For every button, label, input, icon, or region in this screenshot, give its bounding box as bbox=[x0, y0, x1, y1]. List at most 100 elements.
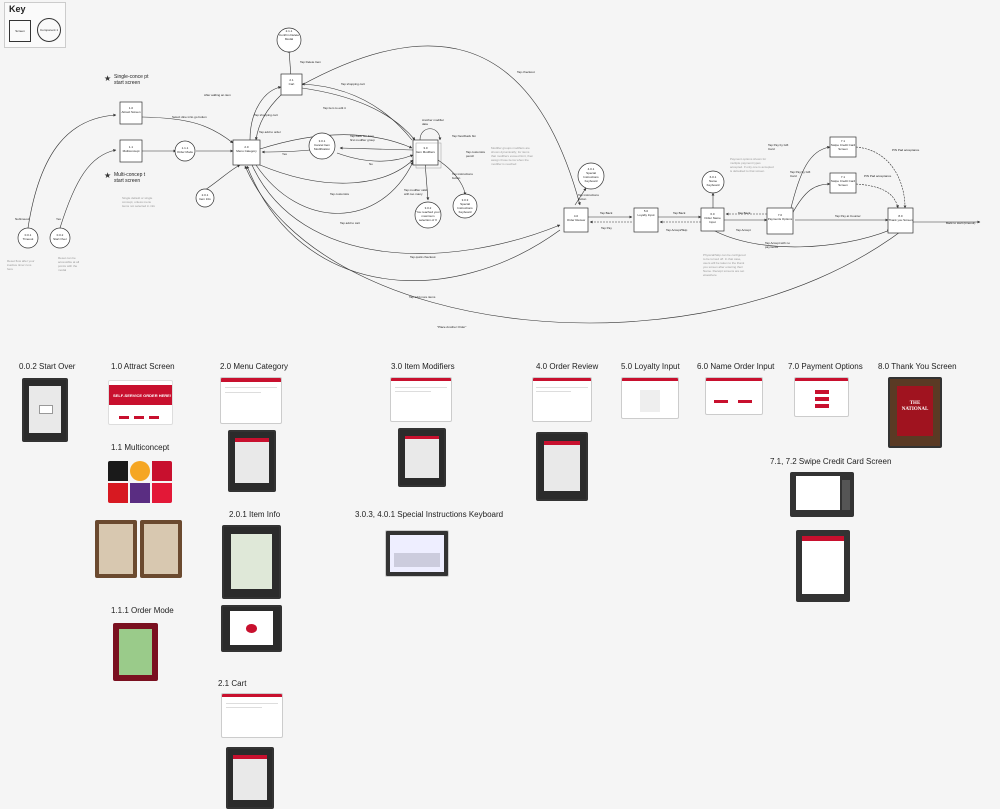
screenshot-start-over bbox=[22, 378, 68, 442]
svg-text:★: ★ bbox=[104, 74, 111, 83]
node-special-instructions bbox=[452, 193, 478, 219]
key-component-symbol: Component 1 bbox=[37, 18, 61, 42]
node-thank-you bbox=[887, 207, 914, 234]
node-order-review bbox=[563, 207, 589, 233]
label-tap-accept: Tap Accept bbox=[736, 228, 751, 232]
label-back-start: Back to start (timeout) bbox=[946, 221, 976, 225]
label-yes: Yes bbox=[282, 152, 287, 156]
screenshot-item-info-detail bbox=[221, 605, 282, 652]
label-tap-delete: Tap Delete Item bbox=[300, 60, 322, 64]
screenshot-swipe-card bbox=[790, 472, 854, 517]
label-tap-pay: Tap Pay bbox=[601, 226, 612, 230]
node-swipe-card-a bbox=[829, 136, 857, 158]
section-title-item-info: 2.0.1 Item Info bbox=[229, 510, 281, 519]
label-tap-pay-counter: Tap Pay at Counter bbox=[835, 214, 861, 218]
edge-modifiers-special bbox=[437, 159, 467, 196]
edge-review-special bbox=[574, 187, 587, 206]
screenshot-swipe-card-kiosk bbox=[796, 530, 850, 602]
edge-modifiers-cart bbox=[301, 82, 413, 141]
multi-concept-label: Multi-concep t start screen bbox=[114, 172, 146, 184]
node-review-keyboard bbox=[577, 162, 605, 190]
edge-item-info bbox=[204, 164, 241, 191]
screenshot-menu-category-kiosk bbox=[228, 430, 276, 492]
label-tap-instructions-2: Tap instructions button bbox=[578, 193, 599, 201]
legend-key: Key Screen Component 1 bbox=[4, 2, 66, 48]
node-item-modifiers bbox=[412, 139, 439, 166]
node-loyalty-input bbox=[633, 207, 659, 233]
label-tap-customize-pencil: Tap customize pencil bbox=[466, 150, 486, 158]
section-title-name-order: 6.0 Name Order Input bbox=[697, 362, 775, 371]
edge-payments-swipe2 bbox=[791, 182, 831, 215]
edge-attract-menu bbox=[141, 116, 234, 144]
key-title: Key bbox=[9, 4, 26, 14]
node-menu-category bbox=[232, 139, 261, 166]
edge-thanks-menu bbox=[244, 165, 901, 324]
label-tap-pay-gift: Tap Pay by Gift Card bbox=[768, 143, 789, 151]
section-title-attract: 1.0 Attract Screen bbox=[111, 362, 175, 371]
edge-delete bbox=[287, 49, 292, 78]
note-payment: Payment options shown for multiple payme… bbox=[730, 157, 774, 173]
node-order-mode bbox=[174, 140, 196, 162]
edge-cart-menu bbox=[254, 92, 284, 141]
screenshot-menu-category bbox=[220, 377, 282, 424]
label-no: No bbox=[369, 162, 373, 166]
thank-you-logo: THE NATIONAL bbox=[901, 401, 929, 412]
label-tap-checkout: Tap checkout bbox=[517, 70, 535, 74]
screenshot-payment-options bbox=[794, 377, 849, 417]
edge-cancel-menu-yes bbox=[261, 149, 311, 154]
edge-menu-addcart bbox=[255, 161, 414, 214]
screenshot-item-info bbox=[222, 525, 281, 599]
edge-timeout-attract bbox=[27, 113, 117, 229]
node-order-name-input bbox=[700, 207, 725, 232]
section-title-start-over: 0.0.2 Start Over bbox=[19, 362, 76, 371]
label-tap-item-edit: Tap item to edit it bbox=[323, 106, 346, 110]
single-concept-label: Single-conce pt start screen bbox=[114, 74, 149, 86]
node-start-over bbox=[49, 227, 71, 249]
label-no-timeout: No/timeout bbox=[15, 217, 30, 221]
note-timeout: Reset flow after your inactive timer run… bbox=[7, 259, 35, 271]
screenshot-order-review-kiosk bbox=[536, 432, 588, 501]
edge-cart-modifiers bbox=[301, 87, 416, 141]
label-another-modifier: Another modifier data bbox=[422, 118, 445, 126]
screenshot-item-modifiers bbox=[390, 377, 452, 422]
note-start-over: Reset can be accessible at all points wi… bbox=[58, 256, 80, 272]
node-attract-screen bbox=[119, 101, 143, 125]
label-after-adding: After adding an item bbox=[204, 93, 231, 97]
label-tap-accept-skip: Tap Accept/Skip bbox=[666, 228, 688, 232]
section-title-thank-you: 8.0 Thank You Screen bbox=[878, 362, 957, 371]
section-title-loyalty: 5.0 Loyalty Input bbox=[621, 362, 680, 371]
node-max-selection bbox=[414, 201, 442, 229]
label-tap-shopping-cart-2: Tap shopping cart bbox=[254, 113, 278, 117]
node-swipe-card-b bbox=[829, 172, 857, 194]
node-confirm-delete bbox=[276, 27, 302, 53]
svg-text:★: ★ bbox=[104, 171, 111, 180]
section-title-swipe-card: 7.1, 7.2 Swipe Credit Card Screen bbox=[770, 457, 892, 466]
section-title-order-mode: 1.1.1 Order Mode bbox=[111, 606, 174, 615]
edge-cancel-modifiers-no bbox=[336, 152, 414, 162]
edge-swipe1-thanks bbox=[855, 146, 907, 209]
node-name-keyboard bbox=[701, 170, 725, 194]
section-title-multiconcept: 1.1 Multiconcept bbox=[111, 443, 170, 452]
label-tap-back-3: Tap Back bbox=[738, 211, 751, 215]
screenshot-item-modifiers-kiosk bbox=[398, 428, 446, 487]
screenshot-order-mode bbox=[113, 623, 158, 681]
label-tap-quick-checkout: Tap quick checkout bbox=[410, 255, 436, 259]
edge-modifiers-max bbox=[424, 161, 430, 201]
screenshot-multiconcept-kiosk-1 bbox=[95, 520, 137, 578]
